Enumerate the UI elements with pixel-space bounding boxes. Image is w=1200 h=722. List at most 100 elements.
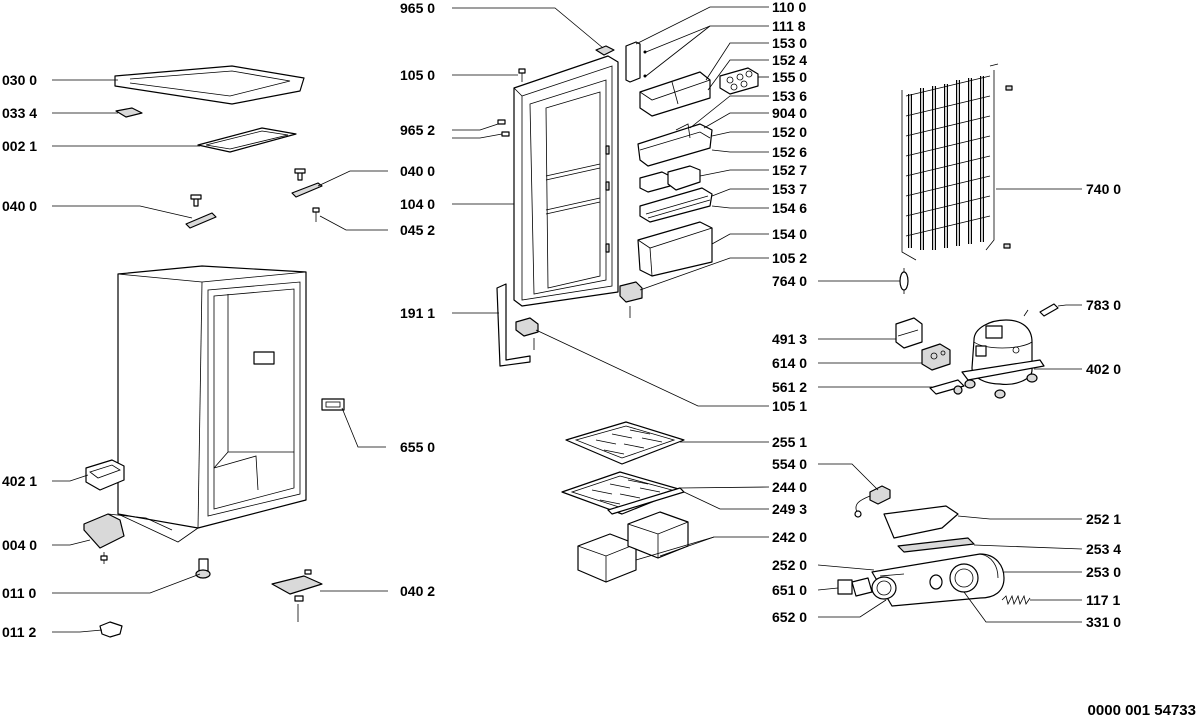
part-label-0452: 045 2: [400, 222, 435, 238]
part-label-0021: 002 1: [2, 138, 37, 154]
part-label-1537: 153 7: [772, 181, 807, 197]
door-cap-drawing: [595, 45, 615, 56]
part-label-2493: 249 3: [772, 501, 807, 517]
lamp-socket-drawing: [871, 573, 905, 600]
part-label-5540: 554 0: [772, 456, 807, 472]
part-label-1524: 152 4: [772, 52, 807, 68]
door-shelf-bottle-drawing: [637, 221, 713, 277]
condenser-coil-drawing: [901, 63, 999, 261]
part-label-1051: 105 1: [772, 398, 807, 414]
lamp-housing-drawing: [871, 553, 1005, 607]
part-label-2521: 252 1: [1086, 511, 1121, 527]
part-label-3310: 331 0: [1086, 614, 1121, 630]
part-label-0400-left: 040 0: [2, 198, 37, 214]
foot-0110-drawing: [195, 558, 211, 579]
part-label-1527: 152 7: [772, 162, 807, 178]
glass-shelf-upper-drawing: [565, 421, 685, 465]
part-label-1100: 110 0: [772, 0, 806, 15]
door-hinge-cover-drawing: [625, 41, 647, 83]
part-label-1526: 152 6: [772, 144, 807, 160]
small-tab-drawing: [115, 107, 143, 118]
lamp-bulb-drawing: [837, 577, 873, 597]
door-group: [496, 41, 759, 367]
relay-drawing: [921, 343, 951, 371]
light-diffuser-drawing: [897, 537, 975, 553]
part-label-6140: 614 0: [772, 355, 807, 371]
part-label-2534: 253 4: [1086, 541, 1121, 557]
cabinet-body-drawing: [117, 265, 307, 543]
condenser-clips-drawing: [1003, 85, 1013, 249]
door-seal-drawing: [496, 283, 531, 367]
part-label-6510: 651 0: [772, 582, 807, 598]
sensor-5540-drawing: [854, 485, 891, 518]
part-label-2551: 255 1: [772, 434, 807, 450]
door-bracket-upper-drawing: [619, 281, 643, 318]
crisper-drawer-right-drawing: [627, 511, 689, 559]
base-bracket-drawing: [83, 513, 173, 564]
part-label-7830: 783 0: [1086, 297, 1121, 313]
part-label-0402: 040 2: [400, 583, 435, 599]
hinge-bracket-left-drawing: [185, 194, 217, 229]
part-label-1530: 153 0: [772, 35, 807, 51]
top-cover-drawing: [114, 65, 305, 105]
part-label-7640: 764 0: [772, 273, 807, 289]
part-labels: 030 0 033 4 002 1 040 0 040 0 045 2 655 …: [2, 0, 1121, 640]
screw-0452-drawing: [312, 207, 320, 222]
screws-9652-drawing: [497, 119, 510, 137]
handle-6550-drawing: [321, 398, 345, 411]
filter-drier-drawing: [899, 268, 909, 294]
part-label-0400-right: 040 0: [400, 163, 435, 179]
relay-cover-drawing: [895, 317, 923, 349]
leader-lines: [52, 6, 1083, 633]
condenser-group: [899, 63, 1013, 294]
part-label-2420: 242 0: [772, 529, 807, 545]
part-label-2520: 252 0: [772, 557, 807, 573]
part-label-2530: 253 0: [1086, 564, 1121, 580]
cabinet-group: [83, 65, 345, 638]
freezer-group: [561, 421, 1031, 607]
egg-tray-drawing: [719, 67, 759, 95]
foot-0112-drawing: [99, 621, 123, 638]
door-shelf-upper-drawing: [637, 123, 713, 167]
drip-tray-drawing: [85, 459, 125, 491]
compressor-group: [895, 303, 1059, 399]
part-label-4020: 402 0: [1086, 361, 1121, 377]
part-label-2440: 244 0: [772, 479, 807, 495]
part-label-9652: 965 2: [400, 122, 435, 138]
hinge-bracket-right-drawing: [291, 168, 323, 198]
drawing-reference-number: 0000 001 54733: [1087, 702, 1196, 719]
door-small-bins-drawing: [639, 165, 701, 193]
part-label-1118: 111 8: [772, 18, 806, 34]
part-label-0040: 004 0: [2, 537, 37, 553]
butter-compartment-drawing: [639, 71, 711, 117]
part-label-1050: 105 0: [400, 67, 435, 83]
part-label-7400: 740 0: [1086, 181, 1121, 197]
part-label-0300: 030 0: [2, 72, 37, 88]
crisper-drawer-left-drawing: [577, 533, 637, 583]
compressor-grommets-drawing: [964, 373, 1038, 399]
part-label-1171: 117 1: [1086, 592, 1120, 608]
part-label-0110: 011 0: [2, 585, 36, 601]
tube-7830-drawing: [1039, 303, 1059, 317]
compressor-drawing: [961, 309, 1045, 385]
part-label-1052: 105 2: [772, 250, 807, 266]
part-label-4021: 402 1: [2, 473, 37, 489]
part-label-5612: 561 2: [772, 379, 807, 395]
part-label-9040: 904 0: [772, 105, 807, 121]
door-bracket-lower-drawing: [515, 317, 539, 350]
part-label-6520: 652 0: [772, 609, 807, 625]
part-label-4913: 491 3: [772, 331, 807, 347]
part-label-1520: 152 0: [772, 124, 807, 140]
part-label-0112: 011 2: [2, 624, 36, 640]
door-shelf-middle-drawing: [639, 187, 713, 223]
screw-1050-drawing: [518, 68, 526, 82]
part-label-1540: 154 0: [772, 226, 807, 242]
light-cover-drawing: [883, 505, 959, 539]
part-label-1040: 104 0: [400, 196, 435, 212]
lower-hinge-drawing: [271, 569, 323, 622]
part-label-1550: 155 0: [772, 69, 807, 85]
part-label-1546: 154 6: [772, 200, 807, 216]
part-label-1911: 191 1: [400, 305, 435, 321]
part-label-6550: 655 0: [400, 439, 435, 455]
